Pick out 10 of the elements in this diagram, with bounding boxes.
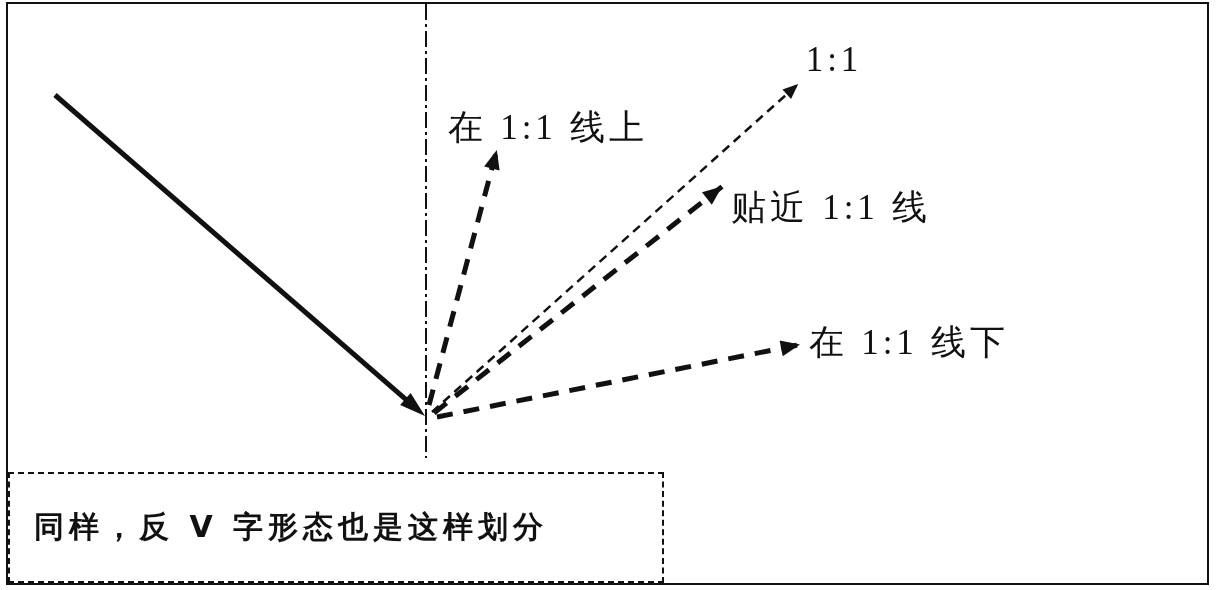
line-label: 在 1:1 线下 [800, 318, 1018, 366]
dashed-arrow [431, 83, 800, 413]
line-label: 在 1:1 线上 [440, 104, 656, 150]
note-text: 同样，反 V 字形态也是这样划分 [34, 508, 549, 546]
note-box [8, 472, 664, 583]
dashed-arrow [426, 149, 500, 406]
dashed-arrow [432, 184, 724, 415]
line-label: 1:1 [798, 36, 870, 84]
line-label: 贴近 1:1 线 [722, 182, 940, 232]
dashed-arrow [436, 340, 801, 420]
